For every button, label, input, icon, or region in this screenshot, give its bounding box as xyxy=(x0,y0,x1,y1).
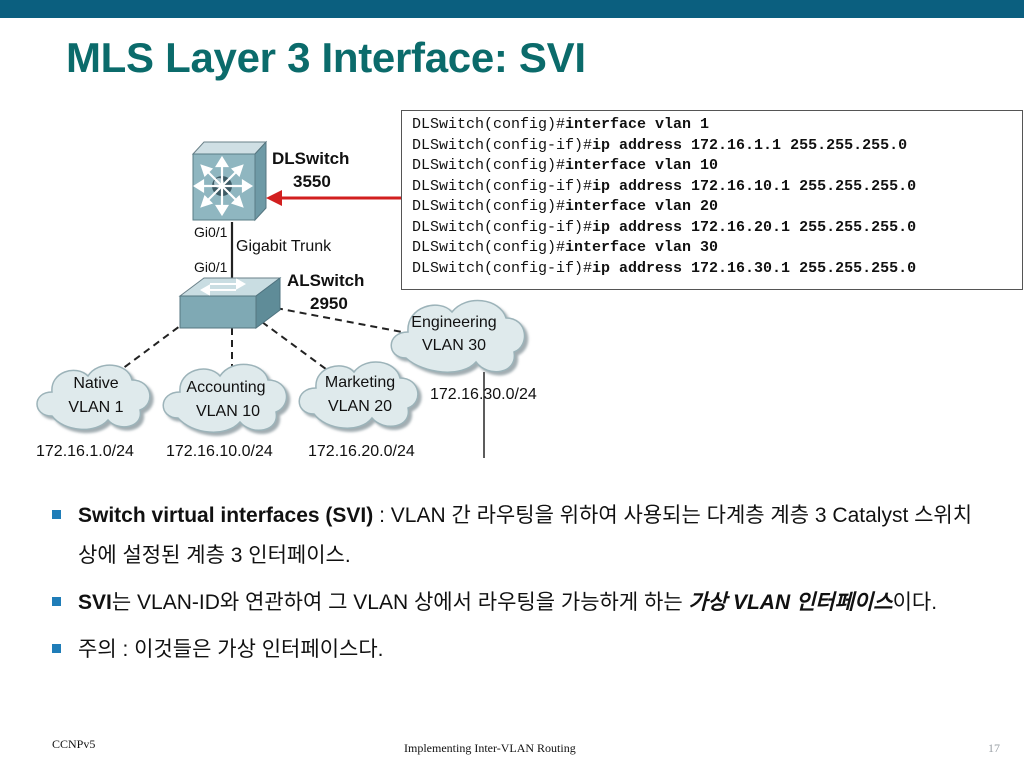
bullet-marker xyxy=(52,597,61,606)
config-command: ip address 172.16.10.1 255.255.255.0 xyxy=(592,177,917,195)
cloud-marketing-line1: Marketing xyxy=(325,374,395,391)
cloud-engineering-line2: VLAN 30 xyxy=(422,337,486,354)
port-bottom-label: Gi0/1 xyxy=(194,259,228,275)
config-line: DLSwitch(config-if)#ip address 172.16.30… xyxy=(412,259,1022,280)
cloud-marketing-line2: VLAN 20 xyxy=(328,398,392,415)
top-accent-bar xyxy=(0,0,1024,18)
slide-title: MLS Layer 3 Interface: SVI xyxy=(66,34,586,81)
network-diagram: DLSwitch 3550 Gi0/1 Gigabit Trunk Gi0/1 … xyxy=(36,140,537,460)
cloud-marketing xyxy=(298,361,419,429)
subnet-native: 172.16.1.0/24 xyxy=(36,443,134,460)
config-prompt: DLSwitch(config-if)# xyxy=(412,136,593,154)
config-prompt: DLSwitch(config)# xyxy=(412,239,566,256)
config-command: interface vlan 30 xyxy=(565,239,719,256)
dlswitch-model-label: 3550 xyxy=(293,172,331,191)
config-prompt: DLSwitch(config-if)# xyxy=(412,177,593,195)
config-command: ip address 172.16.1.1 255.255.255.0 xyxy=(592,136,908,154)
trunk-label: Gigabit Trunk xyxy=(236,238,332,255)
bullet-list: Switch virtual interfaces (SVI) : VLAN 간… xyxy=(52,496,992,677)
config-prompt: DLSwitch(config)# xyxy=(412,116,566,133)
bullet-marker xyxy=(52,510,61,519)
cloud-accounting-line1: Accounting xyxy=(186,379,265,396)
link-marketing xyxy=(261,321,331,373)
footer-left: CCNPv5 xyxy=(52,737,96,751)
cloud-native xyxy=(36,364,151,431)
link-native xyxy=(117,319,189,373)
bullet-text: 는 VLAN-ID와 연관하여 그 VLAN 상에서 라우팅을 가능하게 하는 xyxy=(111,591,689,614)
config-line: DLSwitch(config-if)#ip address 172.16.10… xyxy=(412,177,1022,198)
subnet-engineering: 172.16.30.0/24 xyxy=(430,386,537,403)
dlswitch-name-label: DLSwitch xyxy=(272,149,349,168)
subnet-marketing: 172.16.20.0/24 xyxy=(308,443,415,460)
config-line: DLSwitch(config)#interface vlan 1 xyxy=(412,115,1022,136)
footer-center: Implementing Inter-VLAN Routing xyxy=(404,741,576,755)
config-command: interface vlan 10 xyxy=(565,157,719,174)
config-prompt: DLSwitch(config)# xyxy=(412,198,566,215)
cloud-native-line1: Native xyxy=(73,375,118,392)
config-prompt: DLSwitch(config-if)# xyxy=(412,218,593,236)
bullet-tail: 이다. xyxy=(892,591,938,614)
alswitch-name-label: ALSwitch xyxy=(287,271,364,290)
config-line: DLSwitch(config)#interface vlan 30 xyxy=(412,238,1022,259)
config-line: DLSwitch(config-if)#ip address 172.16.20… xyxy=(412,218,1022,239)
bullet-item: Switch virtual interfaces (SVI) : VLAN 간… xyxy=(52,496,992,576)
config-command: ip address 172.16.30.1 255.255.255.0 xyxy=(592,259,917,277)
config-arrow-head xyxy=(266,190,282,206)
config-command: interface vlan 20 xyxy=(565,198,719,215)
alswitch-icon xyxy=(178,277,282,329)
config-prompt: DLSwitch(config)# xyxy=(412,157,566,174)
cloud-native-line2: VLAN 1 xyxy=(68,399,123,416)
bullet-bold-term: SVI xyxy=(78,591,112,614)
config-code-box: DLSwitch(config)#interface vlan 1 DLSwit… xyxy=(401,110,1023,290)
cloud-engineering-line1: Engineering xyxy=(411,314,496,331)
cloud-accounting-line2: VLAN 10 xyxy=(196,403,260,420)
alswitch-model-label: 2950 xyxy=(310,294,348,313)
config-prompt: DLSwitch(config-if)# xyxy=(412,259,593,277)
config-command: interface vlan 1 xyxy=(565,116,710,133)
page-number: 17 xyxy=(988,741,1000,755)
config-command: ip address 172.16.20.1 255.255.255.0 xyxy=(592,218,917,236)
config-line: DLSwitch(config-if)#ip address 172.16.1.… xyxy=(412,136,1022,157)
config-line: DLSwitch(config)#interface vlan 20 xyxy=(412,197,1022,218)
cloud-engineering xyxy=(390,299,526,373)
bullet-marker xyxy=(52,644,61,653)
bullet-item: SVI는 VLAN-ID와 연관하여 그 VLAN 상에서 라우팅을 가능하게 … xyxy=(52,583,992,623)
bullet-item: 주의 : 이것들은 가상 인터페이스다. xyxy=(52,630,992,670)
bullet-bold-term: Switch virtual interfaces (SVI) xyxy=(78,504,374,527)
bullet-text: 주의 : 이것들은 가상 인터페이스다. xyxy=(78,638,384,661)
dlswitch-icon xyxy=(191,140,268,222)
subnet-accounting: 172.16.10.0/24 xyxy=(166,443,273,460)
config-line: DLSwitch(config)#interface vlan 10 xyxy=(412,156,1022,177)
link-engineering xyxy=(275,307,403,333)
port-top-label: Gi0/1 xyxy=(194,224,228,240)
bullet-italic-term: 가상 VLAN 인터페이스 xyxy=(688,591,893,614)
bullet-text: : VLAN 간 라우팅을 위하여 사용되는 다계층 계층 3 Catalyst… xyxy=(78,504,973,567)
cloud-accounting xyxy=(162,363,288,433)
